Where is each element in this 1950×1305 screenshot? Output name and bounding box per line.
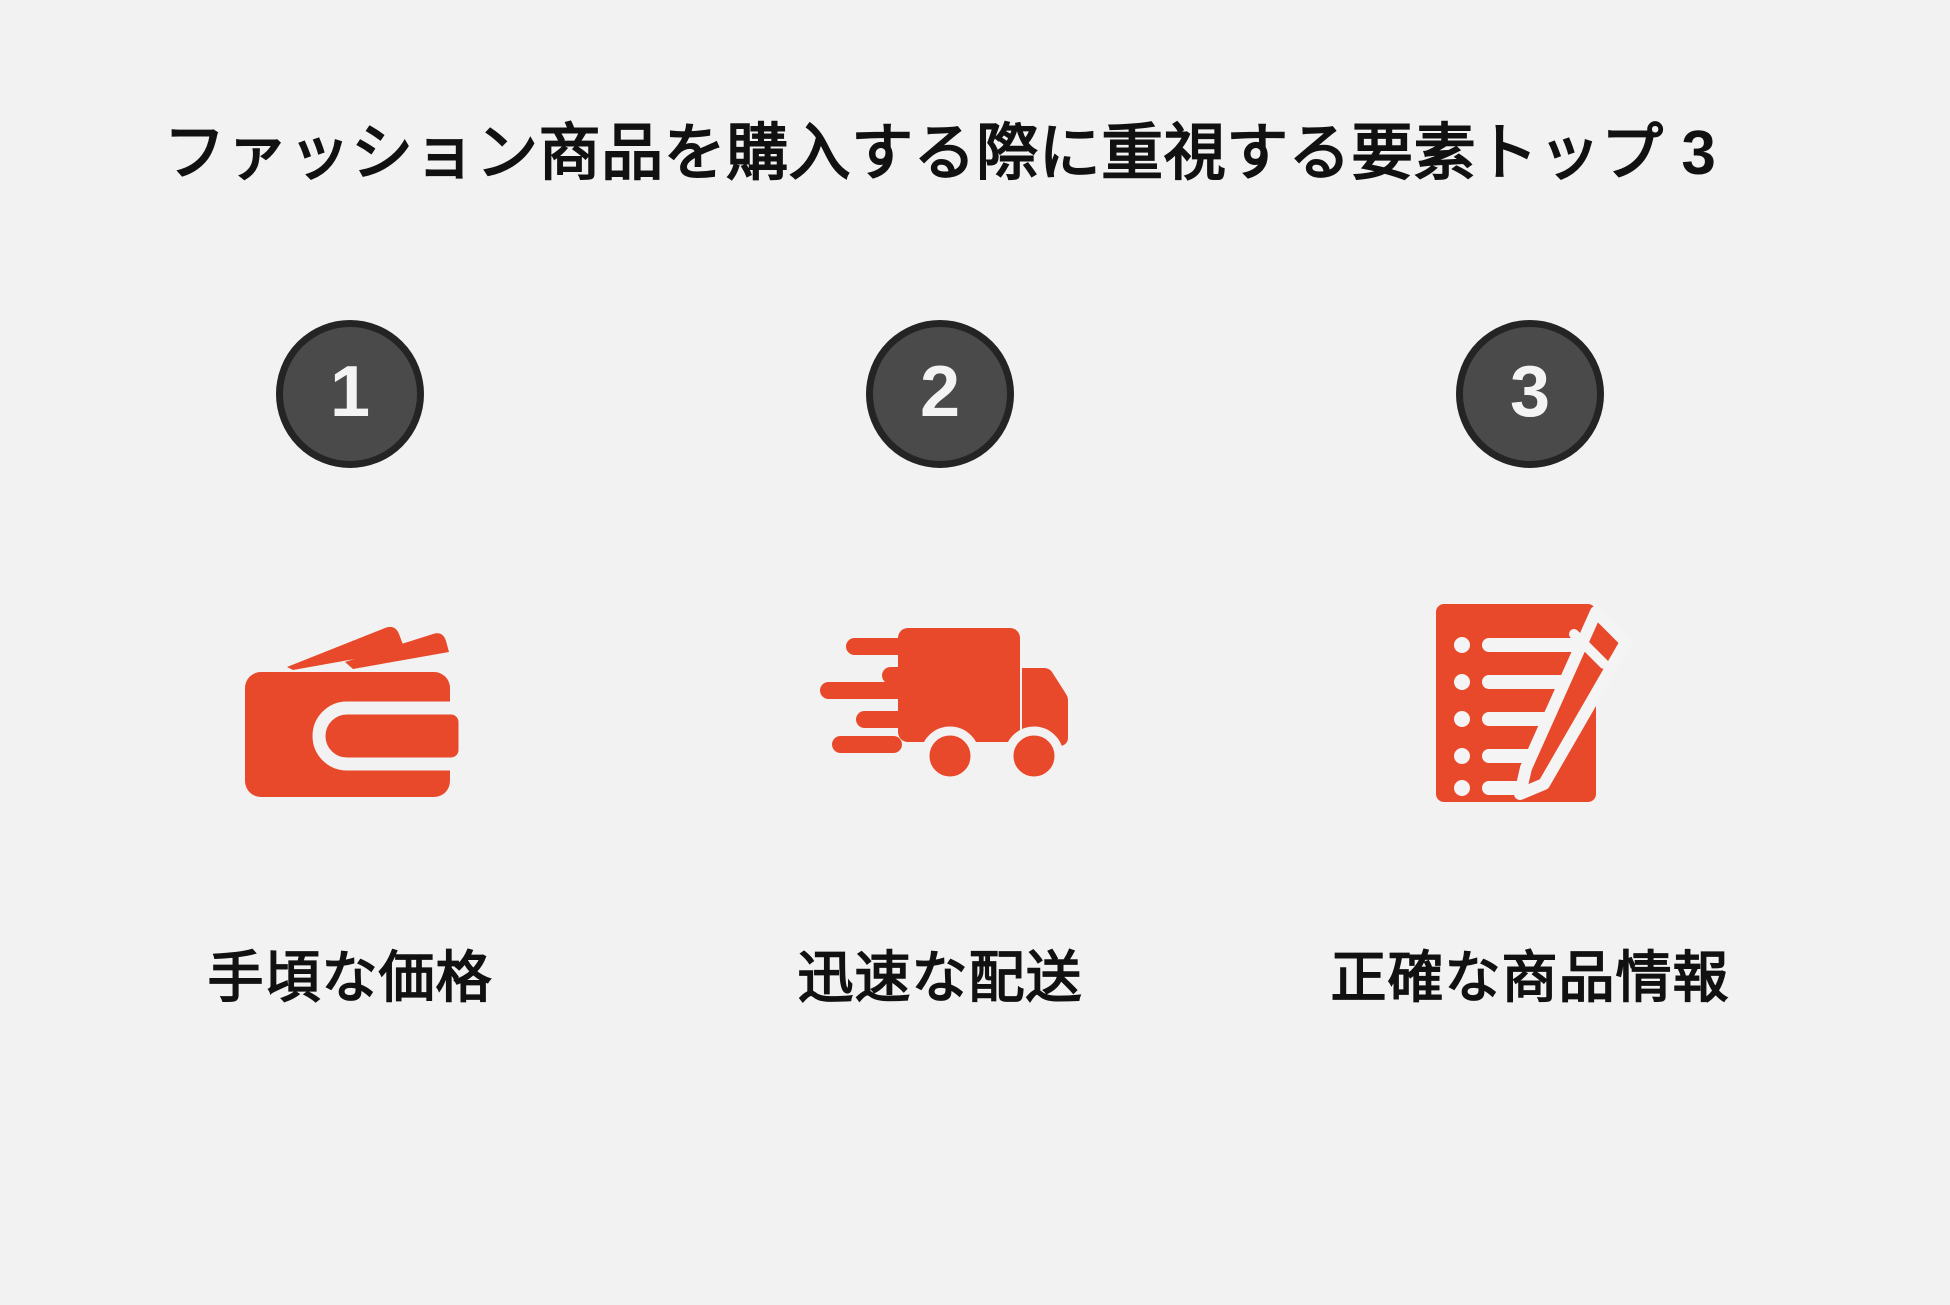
ranking-item-1: 1 手頃な価格 bbox=[90, 320, 610, 1014]
rank-number-1: 1 bbox=[329, 352, 371, 432]
item-label-3: 正確な商品情報 bbox=[1330, 946, 1730, 1009]
page-title: ファッション商品を購入する際に重視する要素トップ 3 bbox=[163, 119, 1717, 188]
ranking-item-2: 2 bbox=[680, 320, 1200, 1014]
rank-badge-3: 3 bbox=[1456, 320, 1604, 468]
item-label-2: 迅速な配送 bbox=[797, 946, 1083, 1009]
ranking-columns: 1 手頃な価格 bbox=[0, 320, 1880, 1014]
ranking-item-3: 3 bbox=[1270, 320, 1790, 1014]
rank-number-3: 3 bbox=[1509, 352, 1551, 432]
rank-badge-2: 2 bbox=[866, 320, 1014, 468]
rank-number-2: 2 bbox=[919, 352, 961, 432]
wallet-icon bbox=[235, 580, 465, 825]
clipboard-pencil-icon bbox=[1428, 580, 1633, 825]
fast-delivery-truck-icon bbox=[810, 580, 1070, 825]
rank-badge-1: 1 bbox=[276, 320, 424, 468]
item-label-1: 手頃な価格 bbox=[207, 946, 493, 1009]
